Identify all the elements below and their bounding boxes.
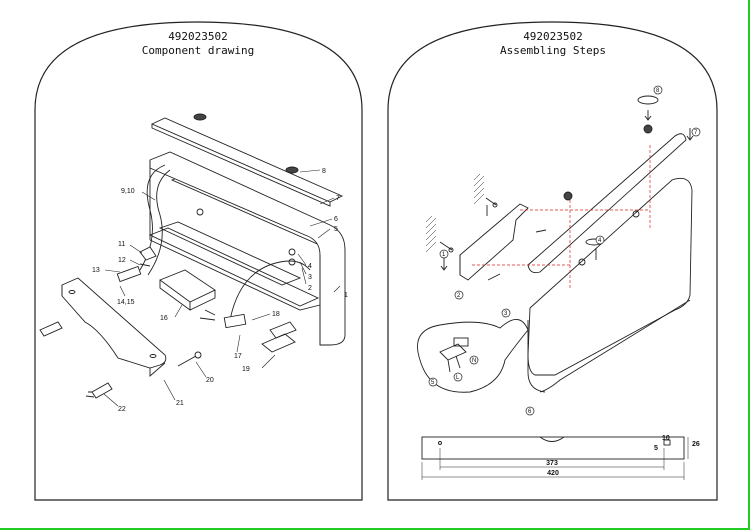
- part-label: 2: [308, 285, 312, 292]
- step-label: 1: [442, 252, 446, 258]
- part-label: 11: [118, 241, 125, 248]
- hole-span-dimension: 373: [546, 460, 558, 467]
- part-label: 20: [206, 377, 214, 384]
- right-panel-frame: [387, 21, 718, 501]
- neutral-symbol: N: [472, 358, 476, 364]
- part-label: 22: [118, 406, 126, 413]
- part-label: 7: [336, 195, 340, 202]
- slot-height-dimension: 5: [654, 445, 658, 452]
- part-label: 14,15: [117, 299, 135, 306]
- slot-width-dimension: 10: [662, 435, 670, 442]
- part-label: 9,10: [121, 188, 135, 195]
- part-numbers: 1 2 3 4 5 6 7 8 9,10 11 12 13 14,15 16 1…: [92, 168, 348, 413]
- left-panel-title: Component drawing: [141, 44, 255, 57]
- part-label: 21: [176, 400, 184, 407]
- part-label: 4: [308, 263, 312, 270]
- step-label: 8: [656, 88, 660, 94]
- part-callouts: [103, 169, 341, 407]
- dimension-labels: 373 420 26 10 5: [546, 435, 700, 477]
- part-label: 16: [160, 315, 168, 322]
- part-label: 3: [308, 274, 312, 281]
- step-markers: [428, 85, 701, 416]
- step-label: 6: [528, 409, 532, 415]
- left-panel-code: 492023502: [168, 30, 228, 43]
- part-label: 19: [242, 366, 250, 373]
- step-label: 3: [504, 311, 508, 317]
- width-dimension: 26: [692, 441, 700, 448]
- part-label: 17: [234, 353, 242, 360]
- right-panel-title: Assembling Steps: [500, 44, 606, 57]
- left-panel-frame: [34, 21, 363, 501]
- live-symbol: L: [456, 375, 460, 381]
- component-drawing: [39, 113, 346, 399]
- part-label: 5: [334, 226, 338, 233]
- step-label: 4: [598, 238, 602, 244]
- part-label: 12: [118, 257, 126, 264]
- step-label: 2: [457, 293, 461, 299]
- part-label: 1: [344, 292, 348, 299]
- total-length-dimension: 420: [547, 470, 559, 477]
- step-labels: 1 2 3 4 5 6 7 8 N L: [431, 88, 698, 415]
- step-label: 5: [431, 380, 435, 386]
- step-label: 7: [694, 130, 698, 136]
- assembly-drawing: [417, 95, 694, 480]
- part-label: 13: [92, 267, 100, 274]
- part-label: 6: [334, 216, 338, 223]
- part-label: 8: [322, 168, 326, 175]
- part-label: 18: [272, 311, 280, 318]
- right-panel-code: 492023502: [523, 30, 583, 43]
